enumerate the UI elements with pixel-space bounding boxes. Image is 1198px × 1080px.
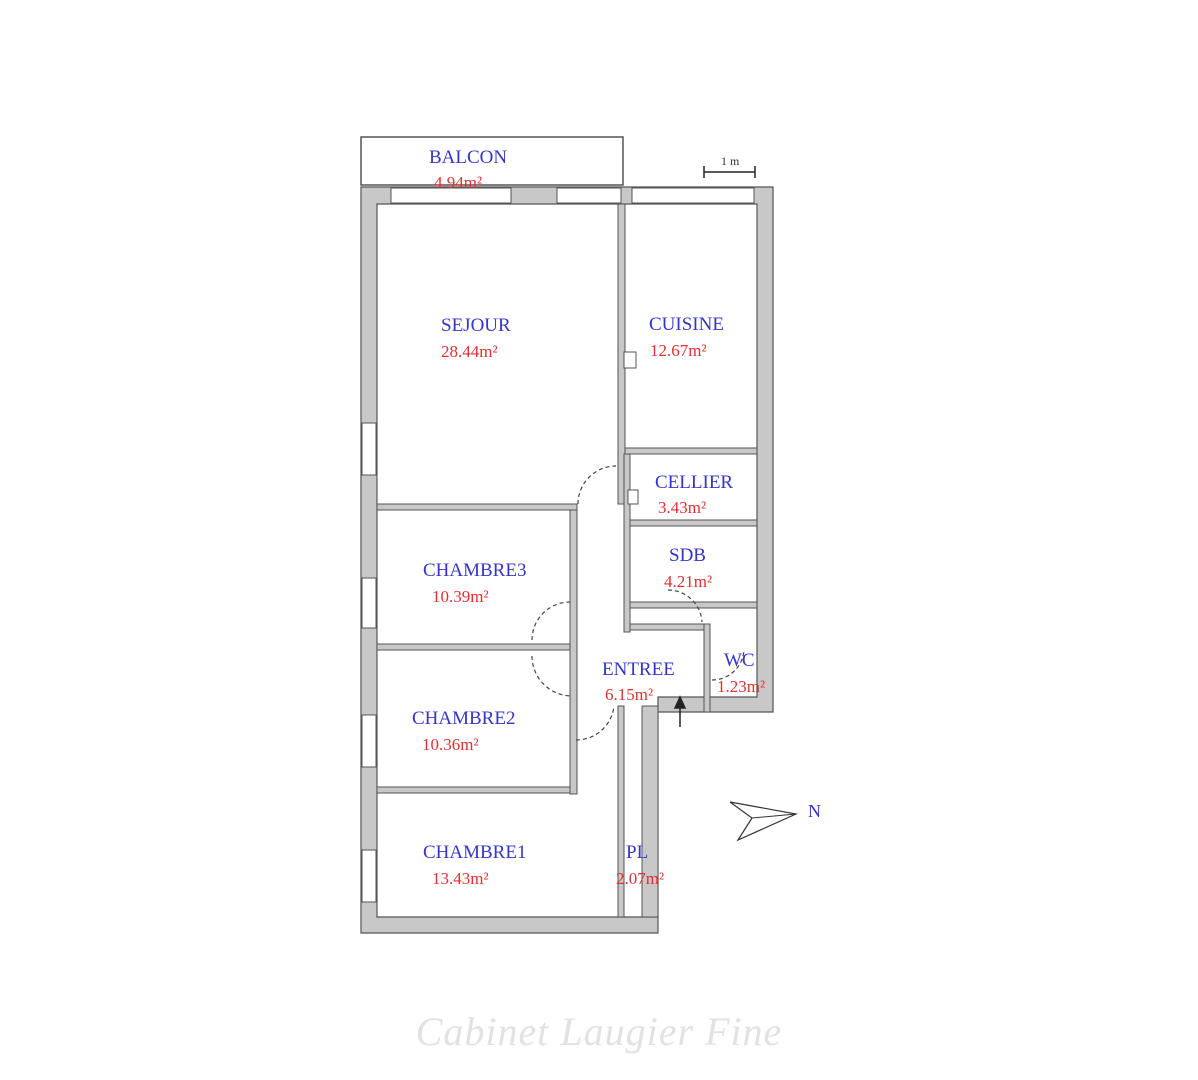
room-name-balcon: BALCON [429,147,507,168]
north-arrow-icon [729,801,799,842]
room-area-wc: 1.23m² [717,677,765,696]
room-name-cellier: CELLIER [655,472,733,493]
cellier-duct [627,489,639,505]
watermark: Cabinet Laugier Fine [415,1009,783,1054]
room-area-cuisine: 12.67m² [650,341,707,360]
room-name-chambre1: CHAMBRE1 [423,842,526,863]
room-area-pl: 2.07m² [616,869,664,888]
window-left-1 [361,422,377,476]
entrance-arrow-icon [673,695,687,727]
room-area-chambre2: 10.36m² [422,735,479,754]
room-area-chambre1: 13.43m² [432,869,489,888]
window-left-2 [361,577,377,629]
room-area-balcon: 4.94m² [434,173,482,192]
window-top-2 [556,187,622,204]
room-name-chambre2: CHAMBRE2 [412,708,515,729]
room-area-sejour: 28.44m² [441,342,498,361]
window-top-3 [631,187,755,204]
door-swings [531,465,745,741]
kitchen-duct [623,351,637,369]
north-label: N [808,801,821,821]
window-top-1 [390,187,512,204]
room-area-sdb: 4.21m² [664,572,712,591]
scale-bar [703,166,756,178]
room-area-chambre3: 10.39m² [432,587,489,606]
interior-walls [376,203,758,918]
room-name-entree: ENTREE [602,659,675,680]
room-area-cellier: 3.43m² [658,498,706,517]
room-area-entree: 6.15m² [605,685,653,704]
room-name-chambre3: CHAMBRE3 [423,560,526,581]
room-name-cuisine: CUISINE [649,314,724,335]
room-name-wc: WC [724,650,755,671]
room-name-sejour: SEJOUR [441,315,511,336]
scale-label: 1 m [721,154,740,168]
room-name-pl: PL [626,842,648,863]
window-left-4 [361,849,377,903]
balcony-outline [360,136,624,186]
room-name-sdb: SDB [669,545,706,566]
window-left-3 [361,714,377,768]
